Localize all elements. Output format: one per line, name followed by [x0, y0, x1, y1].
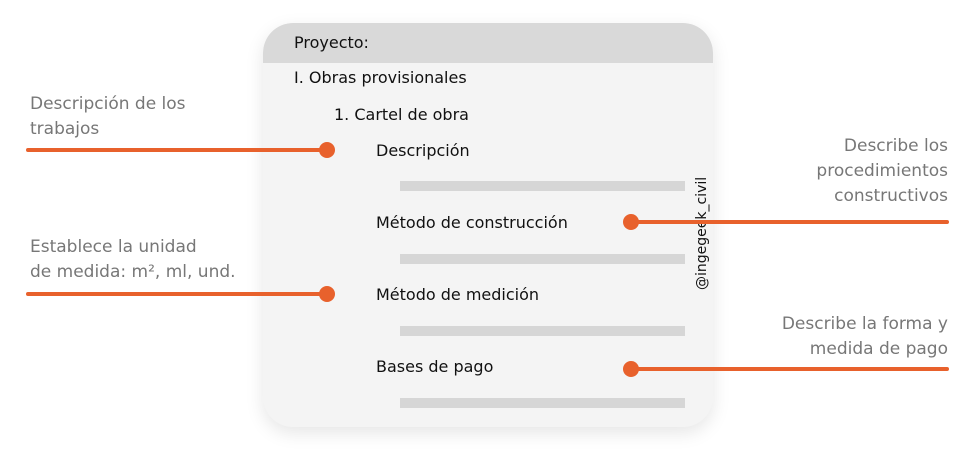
connector-line [630, 367, 949, 371]
annotation-descripcion: Descripción de los trabajos [30, 92, 186, 142]
connector-dot [319, 286, 335, 302]
placeholder-bar [400, 181, 685, 191]
annotation-line: trabajos [30, 119, 100, 139]
field-bases-pago: Bases de pago [376, 357, 494, 376]
connector-line [630, 220, 949, 224]
field-metodo-medicion: Método de medición [376, 285, 540, 304]
annotation-line: Establece la unidad [30, 237, 197, 257]
field-metodo-construccion: Método de construcción [376, 213, 568, 232]
annotation-line: Describe la forma y [781, 314, 948, 334]
placeholder-bar [400, 398, 685, 408]
section-title: I. Obras provisionales [294, 68, 467, 87]
project-label: Proyecto: [294, 33, 369, 52]
field-descripcion: Descripción [376, 141, 470, 160]
placeholder-bar [400, 326, 685, 336]
annotation-metodo-construccion: Describe los procedimientos constructivo… [758, 134, 948, 209]
item-title: 1. Cartel de obra [334, 105, 469, 124]
annotation-bases-pago: Describe la forma y medida de pago [748, 312, 948, 362]
annotation-line: Descripción de los [30, 94, 186, 114]
annotation-line: constructivos [834, 186, 948, 206]
connector-line [26, 148, 328, 152]
annotation-line: procedimientos [816, 161, 948, 181]
annotation-line: medida de pago [809, 339, 948, 359]
annotation-line: Describe los [843, 136, 948, 156]
connector-dot [623, 361, 639, 377]
connector-dot [623, 214, 639, 230]
placeholder-bar [400, 254, 685, 264]
annotation-line: de medida: m², ml, und. [30, 262, 236, 282]
connector-dot [319, 142, 335, 158]
card-header [263, 23, 713, 63]
connector-line [26, 292, 328, 296]
watermark: @ingegeek_civil [694, 176, 710, 290]
annotation-metodo-medicion: Establece la unidad de medida: m², ml, u… [30, 235, 236, 285]
